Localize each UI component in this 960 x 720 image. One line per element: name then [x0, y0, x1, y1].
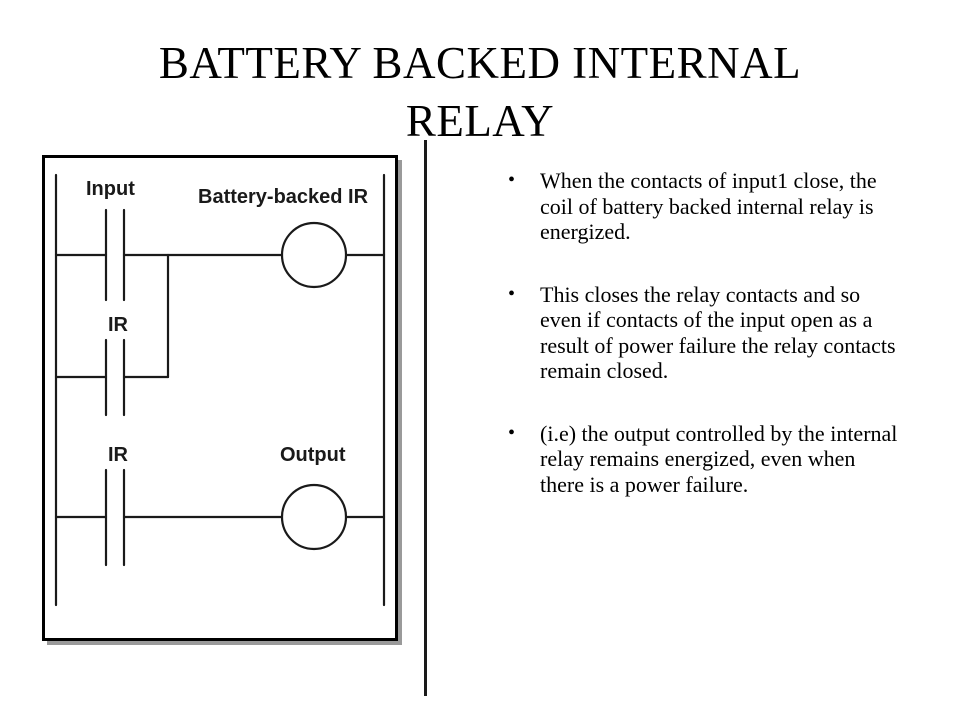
bullet-text: When the contacts of input1 close, the c…: [540, 168, 877, 244]
bullet-item: • When the contacts of input1 close, the…: [508, 168, 898, 245]
ladder-diagram: Input Battery-backed IR IR IR Output: [42, 155, 404, 647]
label-ir-contact-1: IR: [108, 314, 129, 336]
bullet-list: • When the contacts of input1 close, the…: [508, 168, 898, 534]
diagram-frame: [42, 155, 398, 641]
slide-title: BATTERY BACKED INTERNAL RELAY: [158, 38, 802, 146]
label-battery-backed-ir: Battery-backed IR: [198, 186, 369, 208]
bullet-marker: •: [508, 169, 516, 191]
bullet-text: (i.e) the output controlled by the inter…: [540, 420, 898, 497]
bullet-marker: •: [508, 282, 516, 305]
bullet-marker: •: [508, 421, 516, 444]
label-ir-contact-2: IR: [108, 444, 129, 466]
bullet-item: • (i.e) the output controlled by the int…: [508, 421, 898, 498]
label-output: Output: [280, 444, 346, 466]
vertical-divider: [424, 140, 427, 696]
bullet-item: • This closes the relay contacts and so …: [508, 282, 898, 384]
bullet-text: This closes the relay contacts and so ev…: [540, 281, 896, 384]
label-input: Input: [86, 178, 135, 200]
